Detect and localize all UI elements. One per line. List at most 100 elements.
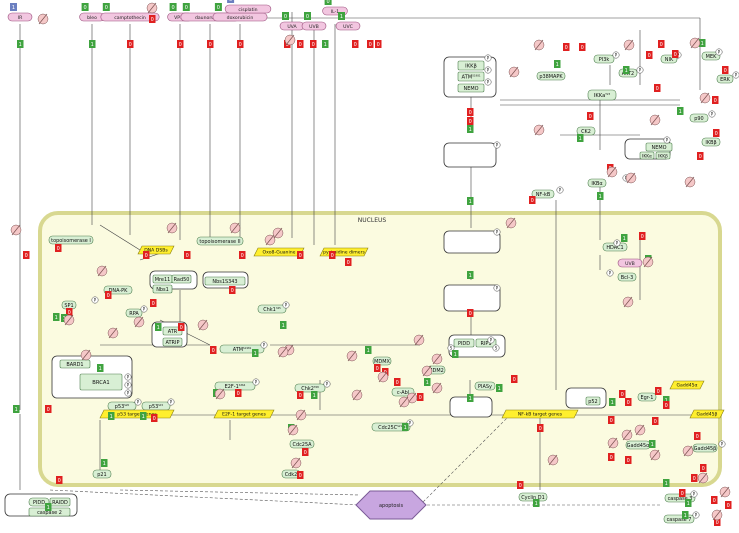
node-erk-6[interactable]: ERK <box>716 74 734 84</box>
stimulus-label: UVC <box>343 24 353 30</box>
node-topoisomerase-i-18[interactable]: topoisomerase I <box>48 235 94 245</box>
state-badge: 1 <box>467 197 474 205</box>
node-topoisomerase-ii-19[interactable]: topoisomerase II <box>196 236 244 246</box>
svg-text:1: 1 <box>665 481 668 487</box>
state-badge: 0 <box>367 40 374 48</box>
degradation-symbol <box>290 457 302 469</box>
node-p90-10[interactable]: p90 <box>689 113 709 123</box>
node-p53-s20-33[interactable]: p53S20 <box>107 401 137 411</box>
phospho-site-marker: P <box>606 269 614 277</box>
phospho-site-letter: P <box>94 298 97 303</box>
node-e2f-1-s364-35[interactable]: E2F-1S364 <box>214 381 256 391</box>
node-cdc25a-43[interactable]: Cdc25A <box>289 439 315 449</box>
node-c-abl-39[interactable]: c-Abl <box>391 387 415 397</box>
state-badge: 0 <box>679 489 686 497</box>
state-badge: 0 <box>127 40 134 48</box>
node-nemo-2[interactable]: NEMO <box>457 83 485 93</box>
node-mek-5[interactable]: MEK <box>701 51 721 61</box>
node-p38mapk-7[interactable]: p38MAPK <box>536 71 566 81</box>
phospho-site-letter: P <box>143 307 146 312</box>
node-p21-46[interactable]: p21 <box>92 469 112 479</box>
node-rpa-26[interactable]: RPA <box>125 308 143 318</box>
node-nemo-13[interactable]: NEMO <box>645 142 673 152</box>
degradation-symbol <box>699 92 711 104</box>
phenotype-nf-kb-target-genes-5[interactable]: NF-kB target genes <box>501 409 579 419</box>
svg-text:1: 1 <box>254 351 257 357</box>
svg-text:0: 0 <box>724 68 727 74</box>
phospho-site-letter: P <box>695 513 698 518</box>
node-atm-s1981-1[interactable]: ATMS1981 <box>457 71 485 82</box>
node-label: IKBβ <box>705 140 716 146</box>
svg-text:0: 0 <box>419 395 422 401</box>
node-ikk-0[interactable]: IKKβ <box>457 60 485 71</box>
node-pi3k-3[interactable]: PI3k <box>593 54 615 64</box>
node-piasy-42[interactable]: PIASy <box>474 381 496 391</box>
node-atrip-28[interactable]: ATRIP <box>162 337 183 347</box>
stimuli-layer: IR1bleo0camptothecin0VP160daunorubicin0d… <box>7 0 643 268</box>
state-badge: 0 <box>713 129 720 137</box>
node-nf-kb-17[interactable]: NF-kB <box>531 189 555 199</box>
node-brca1-32[interactable]: BRCA1 <box>79 373 123 391</box>
node-gadd45-54[interactable]: Gadd45α <box>625 440 651 450</box>
node-nbs1-23[interactable]: Nbs1 <box>152 284 173 294</box>
node-rad50-22[interactable]: Rad50 <box>171 274 192 284</box>
node-ikk-14[interactable]: IKKα <box>639 151 655 159</box>
svg-text:1: 1 <box>579 136 582 142</box>
svg-text:0: 0 <box>469 110 472 116</box>
stimulus-label: bleo <box>87 15 97 21</box>
degradation-symbol <box>277 346 289 358</box>
node-caspase-7-58[interactable]: caspase 7 <box>663 514 695 524</box>
node-mdmx-37[interactable]: MDMX <box>372 356 392 366</box>
node-cdc25c-s216-44[interactable]: Cdc25CS216 <box>371 422 411 432</box>
node-chk2-t68-36[interactable]: Chk2T68 <box>294 383 326 393</box>
node-sp1-25[interactable]: SP1 <box>61 300 77 310</box>
state-badge: 1 <box>677 107 684 115</box>
node-mre11-21[interactable]: Mre11 <box>152 274 173 284</box>
node-ikka-t23-9[interactable]: IKKaT23 <box>587 89 617 101</box>
node-pidd-40[interactable]: PIDD <box>453 338 475 348</box>
node-ikk-15[interactable]: IKKβ <box>655 151 671 159</box>
svg-text:1: 1 <box>282 323 285 329</box>
node-caspase-2-49[interactable]: caspase 2 <box>28 507 71 517</box>
phenotype-label: NF-kB target genes <box>518 412 563 418</box>
apoptosis-phenotype[interactable] <box>355 490 427 520</box>
phospho-site-marker: P <box>282 301 290 309</box>
node-ck2-11[interactable]: CK2 <box>576 126 596 136</box>
phenotype-pyrimidine-dimers-2[interactable]: pyrimidine dimers <box>319 247 369 257</box>
node-ikb-16[interactable]: IKBα <box>587 178 607 188</box>
node-ikb-12[interactable]: IKBβ <box>701 137 721 147</box>
phenotype-gadd45-6[interactable]: Gadd45α <box>669 380 705 390</box>
node-nbs1s343-24[interactable]: Nbs1S343 <box>204 276 246 286</box>
node-p52-52[interactable]: p52 <box>585 396 601 406</box>
phospho-site-marker: P <box>636 66 644 74</box>
phospho-site-marker: P <box>493 141 501 149</box>
phenotype-oxo8-guanine-1[interactable]: Oxo8-Guanine <box>253 247 305 257</box>
node-label: Egr-1 <box>641 395 654 401</box>
degradation-symbol <box>623 39 635 51</box>
node-raidd-48[interactable]: RAIDD <box>49 497 71 507</box>
svg-text:0: 0 <box>696 434 699 440</box>
node-pidd-47[interactable]: PIDD <box>28 497 50 507</box>
node-p53-s15-34[interactable]: p53S15 <box>141 401 171 411</box>
complex-container-4 <box>443 284 501 312</box>
phenotype-gadd45-7[interactable]: Gadd45β <box>689 409 725 419</box>
node-bcl-3-51[interactable]: Bcl-3 <box>617 272 637 282</box>
node-egr-1-53[interactable]: Egr-1 <box>637 392 657 402</box>
node-bard1-31[interactable]: BARD1 <box>59 359 91 369</box>
state-badge: 0 <box>23 251 30 259</box>
degradation-symbol <box>547 454 559 466</box>
phenotype-e2f-1-target-genes-4[interactable]: E2F-1 target genes <box>213 409 275 419</box>
stimulus-state-value: 1 <box>340 14 343 20</box>
degradation-symbol <box>272 227 284 239</box>
stimulus-uvb-11[interactable]: UVB <box>617 258 643 268</box>
svg-text:0: 0 <box>610 455 613 461</box>
node-chk1-345-29[interactable]: Chk1345 <box>257 304 287 314</box>
node-gadd45-55[interactable]: Gadd45β <box>692 443 718 453</box>
stimulus-ir-0[interactable]: IR1 <box>7 3 33 22</box>
